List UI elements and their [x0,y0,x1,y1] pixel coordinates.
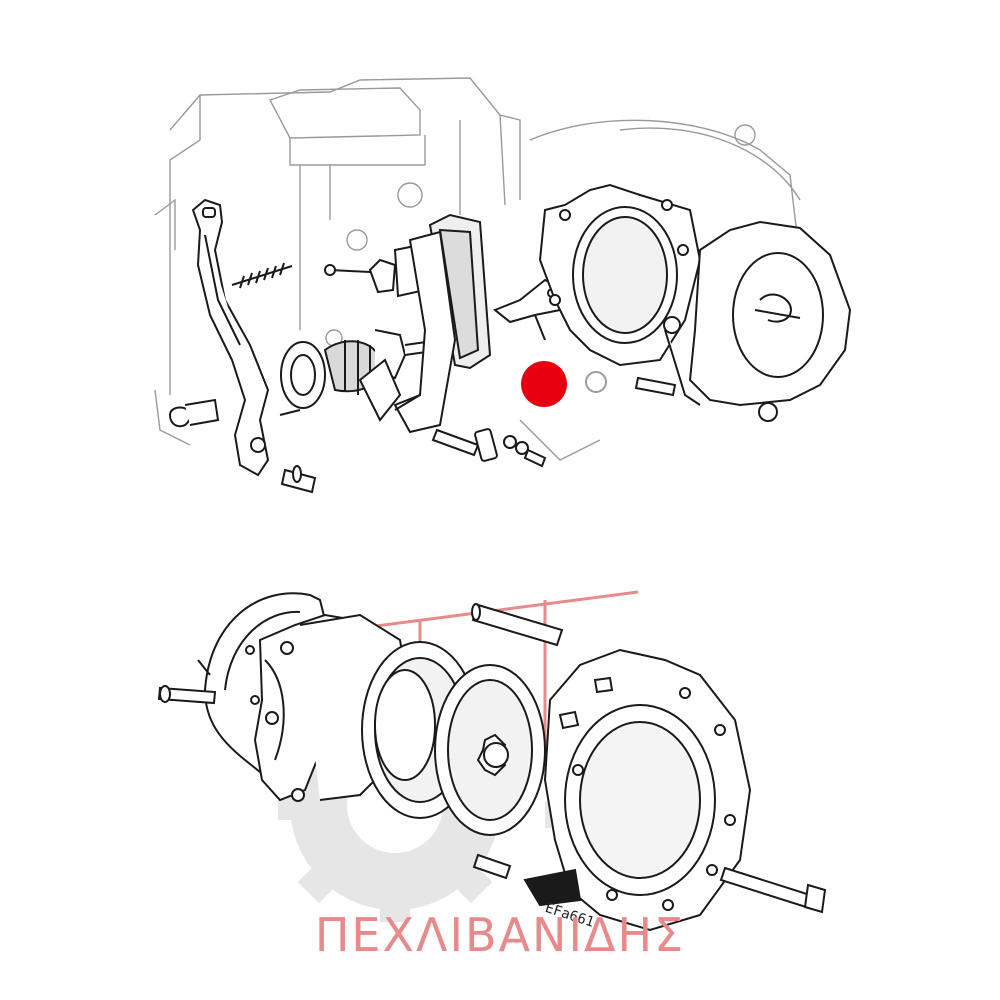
pivot-pin-top [471,603,564,647]
gearbox-housing [154,77,801,461]
brake-housing [538,183,702,367]
brake-drum-housing [523,648,752,932]
pivot-pin-bottom [472,853,512,880]
brake-lever-arm [191,198,270,477]
red-dot-marker-icon [521,361,567,407]
adjuster-bolt [585,371,677,397]
return-spring [231,262,293,289]
pins-and-fasteners [168,398,547,494]
long-bolt [719,866,827,914]
mounting-brackets [358,213,492,434]
watermark-text: ΠΕΧΛΙΒΑΝΙΔΗΣ [314,908,686,962]
friction-disc-2 [434,664,546,836]
brake-cover-plate [663,220,852,422]
